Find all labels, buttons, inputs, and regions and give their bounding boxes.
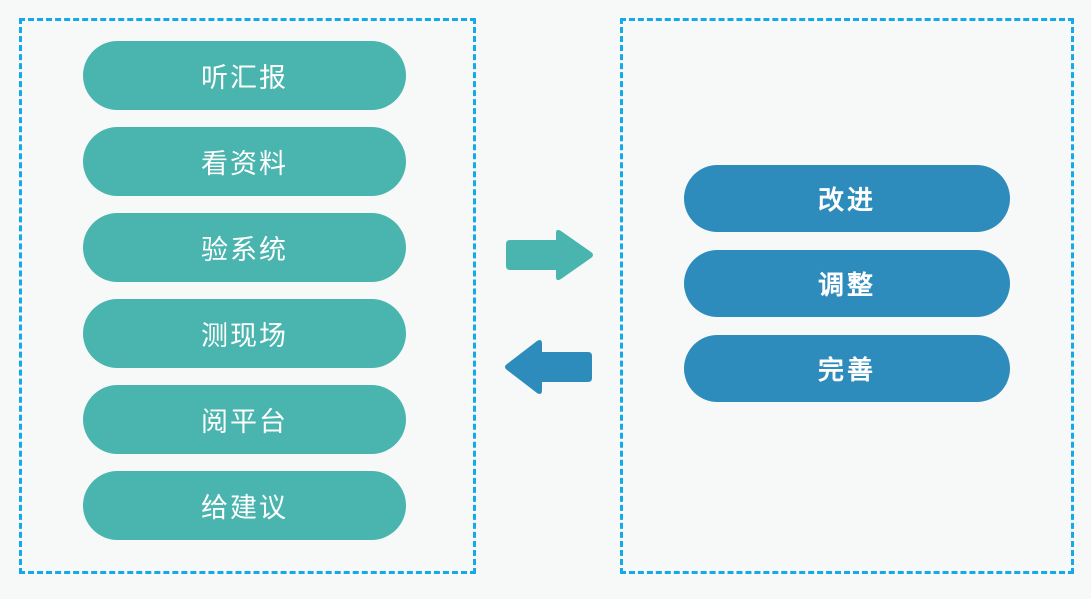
pill-improve[interactable]: 改进 [684,165,1010,232]
pill-review-materials[interactable]: 看资料 [83,127,406,196]
left-pill-stack: 听汇报 看资料 验系统 测现场 阅平台 给建议 [83,41,406,540]
pill-test-site[interactable]: 测现场 [83,299,406,368]
pill-adjust[interactable]: 调整 [684,250,1010,317]
pill-give-advice[interactable]: 给建议 [83,471,406,540]
pill-listen-report[interactable]: 听汇报 [83,41,406,110]
arrow-left-icon [504,338,594,396]
right-group-box [620,18,1074,574]
pill-verify-system[interactable]: 验系统 [83,213,406,282]
pill-read-platform[interactable]: 阅平台 [83,385,406,454]
pill-perfect[interactable]: 完善 [684,335,1010,402]
arrow-right-icon [504,228,594,282]
left-group-box [19,18,476,574]
right-pill-stack: 改进 调整 完善 [684,165,1010,402]
